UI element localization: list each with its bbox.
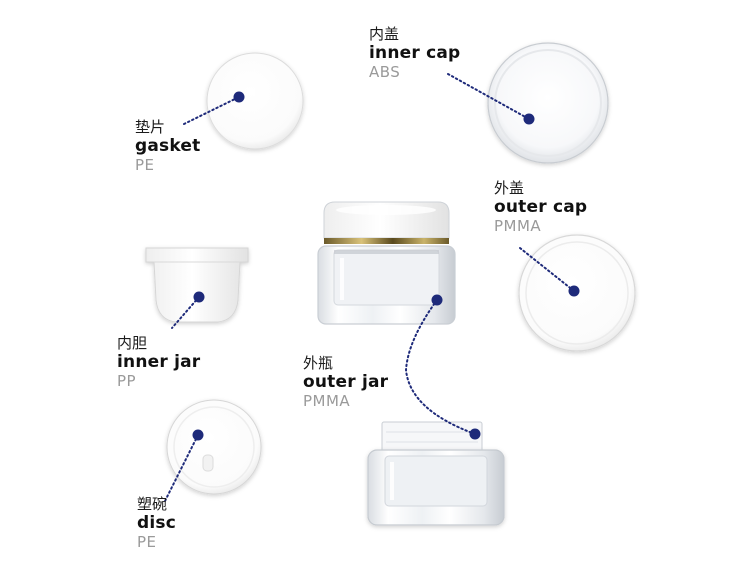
inner-cap-material: ABS — [369, 63, 401, 81]
outer-cap-material: PMMA — [494, 217, 542, 235]
leader-inner-jar — [171, 296, 200, 329]
leader-gasket — [183, 96, 240, 125]
marker-dots — [192, 91, 580, 441]
inner-jar-material: PP — [117, 372, 137, 390]
assembled-jar — [317, 201, 456, 325]
inner-cap-part — [487, 42, 609, 164]
outer-jar-part — [367, 421, 505, 526]
marker-inner-jar — [193, 291, 205, 303]
inner-jar-en: inner jar — [117, 352, 201, 372]
disc-part — [166, 399, 262, 495]
label-inner-jar: 内胆 inner jar PP — [117, 336, 200, 389]
marker-outer-jar-top — [431, 294, 443, 306]
label-gasket: 垫片 gasket PE — [135, 120, 200, 173]
marker-outer-jar — [469, 428, 481, 440]
inner-cap-en: inner cap — [369, 43, 461, 63]
leader-inner-cap — [447, 73, 530, 120]
marker-disc — [192, 429, 204, 441]
label-outer-jar: 外瓶 outer jar PMMA — [303, 356, 388, 409]
label-inner-cap: 内盖 inner cap ABS — [369, 27, 460, 80]
label-outer-cap: 外盖 outer cap PMMA — [494, 181, 587, 234]
label-disc: 塑碗 disc PE — [137, 497, 176, 550]
outer-jar-zh: 外瓶 — [303, 354, 334, 372]
outer-jar-material: PMMA — [303, 392, 351, 410]
marker-outer-cap — [568, 285, 580, 297]
gasket-zh: 垫片 — [135, 118, 166, 136]
leader-disc — [163, 434, 199, 504]
disc-zh: 塑碗 — [137, 495, 168, 513]
gasket-en: gasket — [135, 136, 201, 156]
gasket-part — [206, 52, 304, 150]
inner-jar-zh: 内胆 — [117, 334, 148, 352]
disc-en: disc — [137, 513, 176, 533]
outer-jar-en: outer jar — [303, 372, 389, 392]
leader-outer-cap — [519, 247, 575, 292]
leader-lines — [163, 73, 575, 504]
marker-inner-cap — [523, 113, 535, 125]
outer-cap-zh: 外盖 — [494, 179, 525, 197]
gasket-material: PE — [135, 156, 155, 174]
marker-gasket — [233, 91, 245, 103]
inner-cap-zh: 内盖 — [369, 25, 400, 43]
leader-outer-jar — [404, 299, 476, 435]
disc-material: PE — [137, 533, 157, 551]
outer-cap-en: outer cap — [494, 197, 588, 217]
inner-jar-part — [145, 247, 249, 323]
